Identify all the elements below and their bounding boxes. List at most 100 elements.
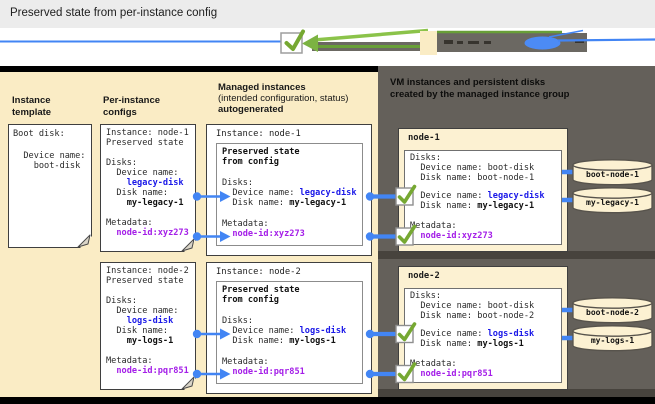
metadata-label: Metadata: bbox=[222, 357, 269, 367]
header-line: (intended configuration, status) bbox=[218, 93, 349, 104]
device-name-label: Device name: bbox=[106, 306, 179, 316]
metadata-value: node-id:pqr851 bbox=[232, 367, 305, 377]
disk-name-value: my-logs-1 bbox=[289, 336, 336, 346]
disk-icon bbox=[572, 297, 653, 324]
disk-cylinder-my-logs-1: my-logs-1 bbox=[572, 325, 653, 352]
instance-line: Instance: node-2 bbox=[106, 266, 189, 276]
vm-node2-title: node-2 bbox=[408, 271, 440, 281]
top-black-strip bbox=[0, 66, 378, 72]
column-header-managed-instances: Managed instances (intended configuratio… bbox=[218, 82, 348, 115]
disk-cylinder-my-legacy-1: my-legacy-1 bbox=[572, 187, 653, 214]
device-name-label: Device name: bbox=[106, 168, 179, 178]
metadata-value: node-id:xyz273 bbox=[420, 231, 493, 241]
column-header-per-instance-configs: Per-instance configs bbox=[103, 95, 160, 118]
disk-name-label: Disk name: bbox=[410, 339, 478, 349]
header-line: Instance bbox=[12, 95, 51, 106]
disks-label: Disks: bbox=[410, 153, 442, 163]
disks-label: Disks: bbox=[106, 158, 138, 168]
per-instance-config-node2-card: Instance: node-2 Preserved state Disks: … bbox=[100, 262, 197, 391]
preserved-state-line: Preserved state bbox=[106, 138, 184, 148]
device-name-value: logs-disk bbox=[487, 329, 535, 339]
device-name-value: legacy-disk bbox=[299, 188, 357, 198]
preserved-state-heading: from config bbox=[222, 157, 279, 167]
column-header-instance-template: Instance template bbox=[12, 95, 51, 118]
disk-cylinder-boot-node-1: boot-node-1 bbox=[572, 159, 653, 186]
disk-label: boot-node-2 bbox=[586, 308, 639, 317]
legend-band bbox=[0, 28, 655, 66]
preserved-state-box-node2 bbox=[216, 281, 363, 384]
vm-node1-title: node-1 bbox=[408, 133, 440, 143]
metadata-label: Metadata: bbox=[222, 219, 269, 229]
disk-name-label: Disk name: bbox=[410, 201, 478, 211]
metadata-label: Metadata: bbox=[106, 356, 153, 366]
indent bbox=[222, 367, 232, 377]
per-instance-config-node1-text: Instance: node-1 Preserved state Disks: … bbox=[106, 128, 189, 238]
disks-label: Disks: bbox=[222, 178, 254, 188]
indent bbox=[410, 369, 420, 379]
vm-node1-text: Disks: Device name: boot-disk Disk name:… bbox=[410, 153, 545, 241]
instance-line: Instance: node-1 bbox=[106, 128, 189, 138]
device-name-label: Device name: bbox=[410, 191, 488, 201]
preserved-state-heading: Preserved state bbox=[222, 285, 300, 295]
disk-cylinder-boot-node-2: boot-node-2 bbox=[572, 297, 653, 324]
folded-corner-icon bbox=[181, 376, 197, 391]
disks-label: Disks: bbox=[410, 291, 442, 301]
metadata-label: Metadata: bbox=[410, 359, 457, 369]
instance-template-card: Boot disk: Device name: boot-disk bbox=[8, 124, 93, 249]
per-instance-config-node1-card: Instance: node-1 Preserved state Disks: … bbox=[100, 124, 197, 253]
vm-node1-config-box bbox=[404, 150, 562, 245]
boot-device-line: Device name: boot-disk bbox=[410, 301, 535, 311]
column-header-vm-instances: VM instances and persistent disks create… bbox=[390, 77, 570, 100]
indent bbox=[410, 231, 420, 241]
header-line: configs bbox=[103, 106, 137, 118]
device-name-label: Device name: bbox=[13, 151, 86, 161]
folded-corner-icon bbox=[77, 234, 93, 249]
header-line: created by the managed instance group bbox=[390, 88, 570, 100]
header-line: Per-instance bbox=[103, 95, 161, 106]
metadata-value: node-id:xyz273 bbox=[232, 229, 305, 239]
preserved-state-box-node1 bbox=[216, 143, 363, 246]
disk-label: my-logs-1 bbox=[590, 336, 635, 345]
disk-icon bbox=[572, 159, 653, 186]
disks-label: Disks: bbox=[222, 316, 254, 326]
managed-instance-node1-text: Preserved state from config Disks: Devic… bbox=[222, 147, 357, 239]
device-name-label: Device name: bbox=[222, 326, 300, 336]
header-line: template bbox=[12, 106, 52, 118]
managed-instance-node1-title: Instance: node-1 bbox=[216, 129, 301, 139]
disk-name-label: Disk name: bbox=[222, 198, 290, 208]
header-line: Managed instances bbox=[218, 82, 306, 93]
disk-name-label: Disk name: bbox=[106, 326, 169, 336]
preserved-state-heading: from config bbox=[222, 295, 279, 305]
preserved-state-line: Preserved state bbox=[106, 276, 184, 286]
metadata-label: Metadata: bbox=[106, 218, 153, 228]
folded-corner-icon bbox=[181, 238, 197, 253]
disk-name-value: my-logs-1 bbox=[477, 339, 524, 349]
indent bbox=[222, 229, 232, 239]
device-name-value: logs-disk bbox=[106, 316, 174, 326]
metadata-value: node-id:pqr851 bbox=[106, 366, 189, 376]
disk-icon bbox=[572, 325, 653, 352]
title-bar: Preserved state from per-instance config bbox=[0, 0, 655, 28]
instance-template-text: Boot disk: Device name: boot-disk bbox=[13, 129, 85, 171]
boot-device-line: Device name: boot-disk bbox=[410, 163, 535, 173]
panel-shadow-band bbox=[378, 389, 655, 397]
device-name-label: Device name: bbox=[410, 329, 488, 339]
preserved-state-heading: Preserved state bbox=[222, 147, 300, 157]
boot-disk-line: Disk name: boot-node-2 bbox=[410, 311, 535, 321]
vm-node2-text: Disks: Device name: boot-disk Disk name:… bbox=[410, 291, 534, 379]
disk-name-value: my-logs-1 bbox=[106, 336, 174, 346]
disk-icon bbox=[572, 187, 653, 214]
panel-shadow-band bbox=[378, 251, 655, 259]
disk-name-label: Disk name: bbox=[222, 336, 290, 346]
header-line: VM instances and persistent disks bbox=[390, 77, 546, 88]
managed-instance-node2-text: Preserved state from config Disks: Devic… bbox=[222, 285, 346, 377]
disk-name-value: my-legacy-1 bbox=[477, 201, 535, 211]
device-name-value: logs-disk bbox=[299, 326, 347, 336]
disk-label: my-legacy-1 bbox=[586, 198, 639, 207]
header-line: autogenerated bbox=[218, 104, 284, 115]
metadata-value: node-id:pqr851 bbox=[420, 369, 493, 379]
disk-name-label: Disk name: bbox=[106, 188, 169, 198]
device-name-label: Device name: bbox=[222, 188, 300, 198]
disk-label: boot-node-1 bbox=[586, 170, 639, 179]
